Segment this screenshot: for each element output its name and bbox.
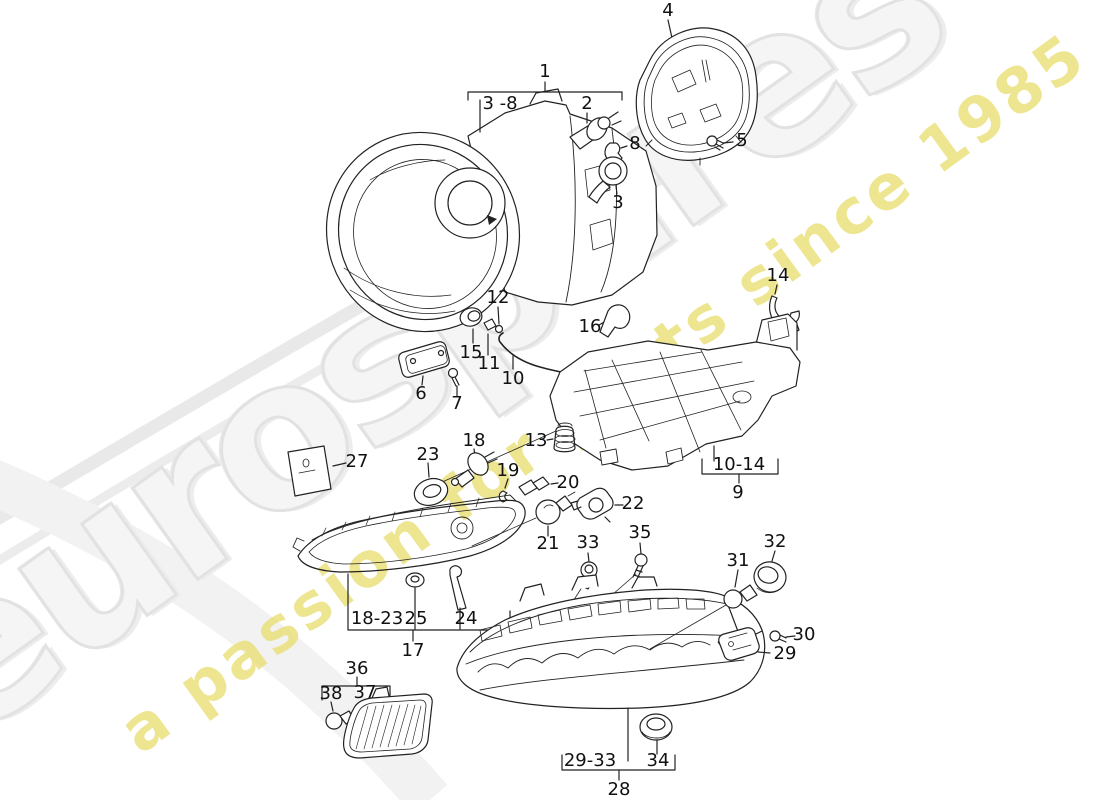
callout-34: 34 xyxy=(646,750,670,771)
part-bulb-3 xyxy=(589,157,627,203)
part-ring-12 xyxy=(496,307,503,333)
callout-12: 12 xyxy=(486,287,510,308)
callout-37: 37 xyxy=(353,682,377,703)
part-clip-19 xyxy=(499,479,508,502)
callout-11: 11 xyxy=(477,353,501,374)
part-cap-34 xyxy=(640,714,672,754)
callout-25: 25 xyxy=(404,608,428,629)
callout-18-23: 18-23 xyxy=(350,608,404,629)
callout-29-33: 29-33 xyxy=(563,750,617,771)
callout-14: 14 xyxy=(766,265,790,286)
part-bracket-29 xyxy=(719,628,770,661)
part-card-27 xyxy=(288,446,346,496)
callout-5: 5 xyxy=(736,130,748,151)
part-socket-22 xyxy=(571,488,623,522)
callout-31: 31 xyxy=(726,550,750,571)
leader-axis-23-18 xyxy=(440,431,556,483)
callout-2: 2 xyxy=(581,93,593,114)
part-spacer-11 xyxy=(484,319,496,355)
callout-32: 32 xyxy=(763,531,787,552)
part-pin-24 xyxy=(450,566,466,629)
callout-7: 7 xyxy=(451,393,463,414)
callout-10: 10 xyxy=(501,368,525,389)
part-lens-unit-17 xyxy=(293,495,525,572)
callout-35: 35 xyxy=(628,522,652,543)
callout-3-8: 3 -8 xyxy=(482,93,518,114)
callout-9: 9 xyxy=(732,482,744,503)
callout-3: 3 xyxy=(612,192,624,213)
part-carrier-plate-9 xyxy=(550,314,800,470)
part-plate-6 xyxy=(399,342,450,385)
callout-36: 36 xyxy=(345,658,369,679)
part-bellows-13 xyxy=(547,423,575,452)
callout-10-14: 10-14 xyxy=(712,454,766,475)
callout-28: 28 xyxy=(607,779,631,800)
callout-19: 19 xyxy=(496,460,520,481)
part-side-marker-lamp xyxy=(344,687,433,758)
part-grommet-25 xyxy=(406,573,424,629)
callout-10-14-bracket xyxy=(702,459,778,483)
callout-1: 1 xyxy=(539,61,551,82)
part-cap-32 xyxy=(751,551,790,596)
callout-27: 27 xyxy=(345,451,369,472)
callout-8: 8 xyxy=(629,133,641,154)
part-screw-7 xyxy=(449,369,460,397)
callout-16: 16 xyxy=(578,316,602,337)
callout-36-bracket xyxy=(322,677,390,700)
callout-17: 17 xyxy=(401,640,425,661)
part-bulb-31 xyxy=(650,570,757,649)
callout-23: 23 xyxy=(416,444,440,465)
part-bulb-2 xyxy=(570,112,621,149)
callout-6: 6 xyxy=(415,383,427,404)
part-bulb-21 xyxy=(472,492,575,546)
callout-22: 22 xyxy=(621,493,645,514)
callout-13: 13 xyxy=(524,430,548,451)
callout-28-bracket xyxy=(562,755,675,780)
callout-29: 29 xyxy=(773,643,797,664)
callout-24: 24 xyxy=(454,608,478,629)
part-screw-30 xyxy=(770,631,795,642)
callout-4: 4 xyxy=(662,0,674,21)
part-screw-5 xyxy=(707,136,733,150)
part-socket-20 xyxy=(519,477,558,495)
part-headlight-unit-28 xyxy=(457,575,765,761)
part-bulb-18 xyxy=(452,449,498,487)
callout-38: 38 xyxy=(319,683,343,704)
callout-15: 15 xyxy=(459,342,483,363)
part-strap-16 xyxy=(599,305,630,337)
callout-33: 33 xyxy=(576,532,600,553)
part-grommet-15 xyxy=(458,305,484,343)
callout-1-bracket xyxy=(468,82,622,132)
callout-20: 20 xyxy=(556,472,580,493)
callout-21: 21 xyxy=(536,533,560,554)
part-grommet-23 xyxy=(411,463,451,510)
part-rear-cover-4 xyxy=(636,20,757,165)
callout-18: 18 xyxy=(462,430,486,451)
callout-30: 30 xyxy=(792,624,816,645)
